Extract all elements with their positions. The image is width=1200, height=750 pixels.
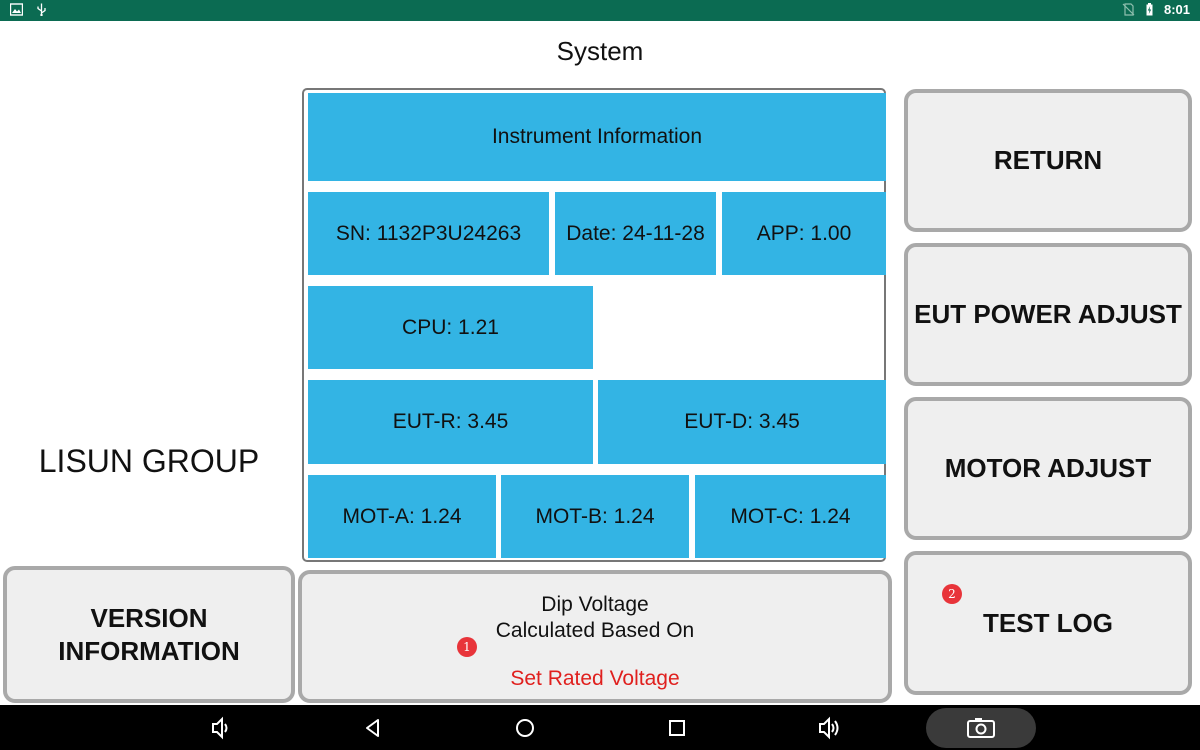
eut-r-cell: EUT-R: 3.45 [308,380,593,464]
home-icon[interactable] [510,713,540,743]
battery-charging-icon [1146,3,1153,16]
note-line3: Set Rated Voltage [510,667,680,690]
badge-one: 1 [457,637,477,657]
test-log-label: TEST LOG [983,607,1113,638]
page-title: System [556,36,644,66]
status-bar: 8:01 [0,0,1200,21]
badge-two: 2 [942,584,962,604]
note-line1: Dip Voltage [541,593,649,616]
status-time: 8:01 [1163,2,1190,17]
back-icon[interactable] [358,713,388,743]
date-cell: Date: 24-11-28 [555,192,716,275]
eut-d-cell: EUT-D: 3.45 [598,380,886,464]
mot-b-cell: MOT-B: 1.24 [501,475,689,558]
no-sim-icon [1122,3,1135,16]
cpu-cell: CPU: 1.21 [308,286,593,369]
screenshot-button[interactable] [926,708,1036,748]
volume-down-icon[interactable] [206,713,236,743]
sn-cell: SN: 1132P3U24263 [308,192,549,275]
mot-c-cell: MOT-C: 1.24 [695,475,886,558]
brand-label: LISUN GROUP [38,443,260,479]
panel-header: Instrument Information [308,93,886,181]
usb-icon [37,3,46,16]
motor-adjust-button[interactable]: MOTOR ADJUST [904,397,1192,540]
mot-a-cell: MOT-A: 1.24 [308,475,496,558]
version-label-line1: VERSION [90,602,208,633]
version-information-button[interactable]: VERSION INFORMATION [3,566,295,703]
eut-power-adjust-button[interactable]: EUT POWER ADJUST [904,243,1192,386]
return-button[interactable]: RETURN [904,89,1192,232]
dip-voltage-note: Dip Voltage Calculated Based On Set Rate… [298,570,892,703]
app-cell: APP: 1.00 [722,192,886,275]
recent-apps-icon[interactable] [662,713,692,743]
test-log-button[interactable]: TEST LOG [904,551,1192,695]
camera-icon [967,718,995,738]
instrument-info-panel: Instrument Information SN: 1132P3U24263 … [302,88,886,562]
note-line2: Calculated Based On [495,619,695,642]
volume-up-icon[interactable] [814,713,844,743]
image-icon [10,3,23,16]
version-label-line2: INFORMATION [58,635,240,666]
navigation-bar [0,705,1200,750]
